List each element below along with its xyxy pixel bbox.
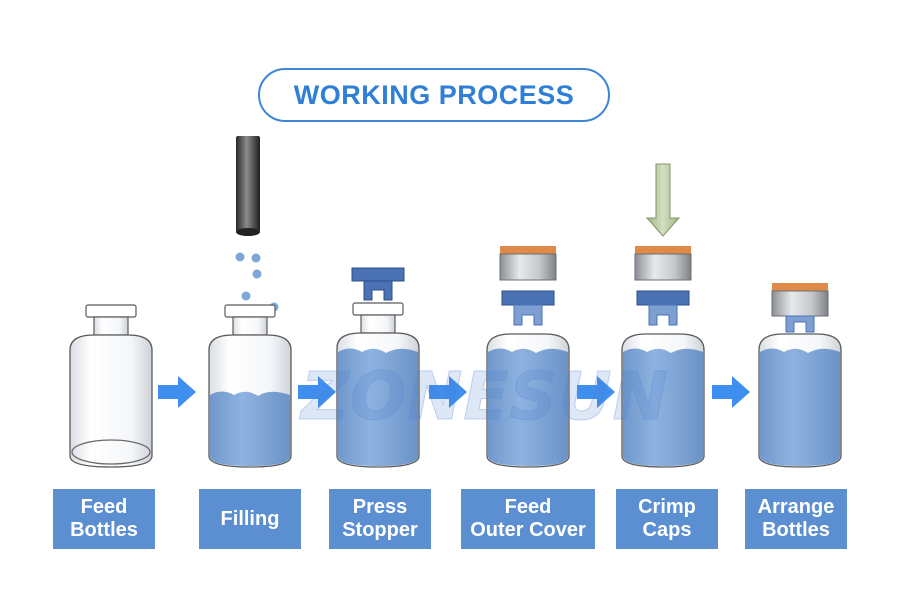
bottle-feed-outer-cover: [486, 246, 570, 468]
step-label-line2: Stopper: [342, 519, 418, 541]
step-label-line1: Crimp: [638, 496, 696, 518]
press-down-arrow: [645, 163, 681, 237]
step-label-line2: Caps: [642, 519, 692, 541]
step-label-filling: Filling: [199, 489, 301, 549]
flow-arrow: [158, 376, 196, 408]
flow-arrow: [298, 376, 336, 408]
process-title: WORKING PROCESS: [258, 68, 610, 122]
step-label-line1: Feed: [504, 496, 552, 518]
bottle-crimp-caps: [621, 246, 705, 468]
filling-nozzle: [236, 136, 260, 236]
step-label-line1: Filling: [220, 507, 280, 530]
bottle-finished: [758, 283, 842, 468]
flow-arrow: [577, 376, 615, 408]
step-label-line1: Feed: [80, 496, 128, 518]
step-label-line1: Arrange: [757, 496, 835, 518]
watermark-text: ZONESUN: [301, 357, 669, 435]
step-label-line2: Bottles: [762, 519, 830, 541]
bottle-empty: [69, 304, 153, 468]
bottle-press-stopper: [336, 267, 420, 468]
bottle-filling: [208, 304, 292, 468]
step-label-line2: Bottles: [70, 519, 138, 541]
step-label-line1: Press: [352, 496, 408, 518]
flow-arrow: [712, 376, 750, 408]
step-label-line2: Outer Cover: [470, 519, 586, 541]
flow-arrow: [429, 376, 467, 408]
